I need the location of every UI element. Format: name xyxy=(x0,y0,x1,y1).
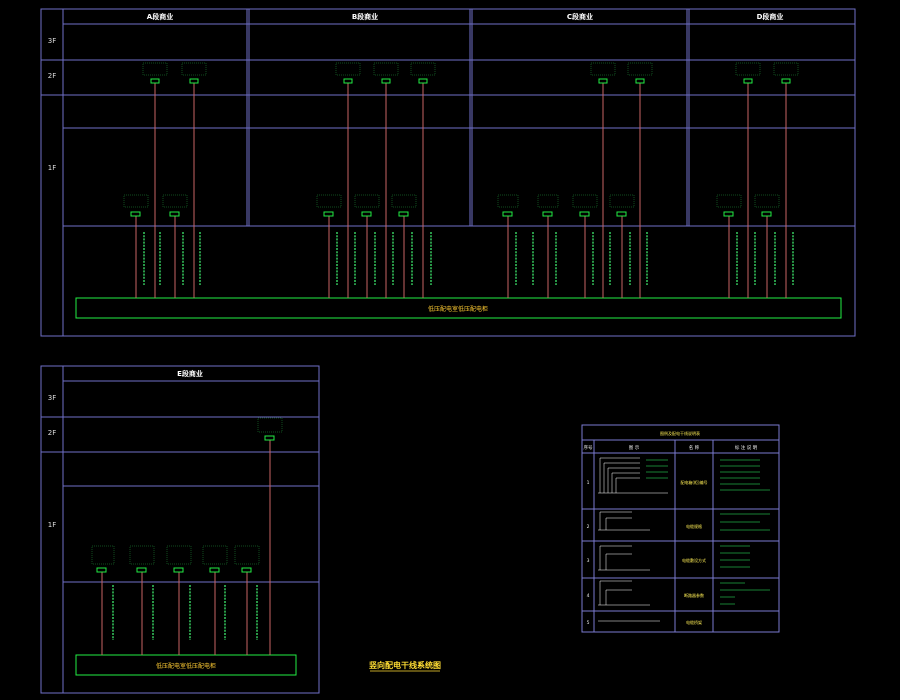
risers-bottom xyxy=(101,440,271,655)
floor-label-1f-bottom: 1F xyxy=(48,521,56,529)
legend-header-name: 名 称 xyxy=(689,444,700,451)
floor-label-3f-bottom: 3F xyxy=(48,394,56,402)
panel-boxes-2f-top xyxy=(150,78,791,84)
risers-1f-top xyxy=(135,216,768,298)
legend-row-2-name: 电缆规格 xyxy=(686,523,702,529)
cable-annotations-top xyxy=(143,232,794,285)
panel-labels-1f-top xyxy=(123,194,780,208)
distribution-bus-top xyxy=(75,297,842,319)
legend-table xyxy=(581,424,780,633)
panel-boxes-bottom xyxy=(96,435,275,573)
legend-row-2-no: 2 xyxy=(587,524,590,530)
legend-marks xyxy=(646,459,770,605)
legend-row-1-name: 配电箱(柜)编号 xyxy=(680,479,707,485)
legend-header-figure: 图 示 xyxy=(629,445,640,451)
legend-row-5-name: 电缆桥架 xyxy=(686,619,702,625)
section-b-header: B段商业 xyxy=(352,12,378,21)
legend-row-3-no: 3 xyxy=(587,558,590,564)
section-c-header: C段商业 xyxy=(567,12,593,21)
legend-row-3-name: 电缆敷设方式 xyxy=(682,557,706,563)
panel-boxes-1f-top xyxy=(130,211,772,217)
legend-header-notes: 标 注 说 明 xyxy=(735,444,758,451)
risers-2f-top xyxy=(154,83,787,298)
panel-labels-bottom xyxy=(91,417,283,565)
floor-label-3f: 3F xyxy=(48,37,56,45)
legend-row-1-no: 1 xyxy=(587,480,590,486)
floor-label-1f: 1F xyxy=(48,164,56,172)
section-e-header: E段商业 xyxy=(177,369,203,378)
legend-figures xyxy=(598,457,668,622)
legend-row-4-no: 4 xyxy=(587,593,590,599)
section-a-header: A段商业 xyxy=(147,12,173,21)
floor-label-2f: 2F xyxy=(48,72,56,80)
bottom-frame xyxy=(40,365,320,694)
section-d-header: D段商业 xyxy=(757,12,784,21)
drawing-title: 竖向配电干线系统图 xyxy=(369,660,441,670)
bus-label-bottom: 低压配电室低压配电柜 xyxy=(156,662,216,670)
distribution-bus-bottom xyxy=(75,654,297,676)
legend-header-no: 序号 xyxy=(584,444,593,451)
legend-row-4-name: 断路器参数 xyxy=(684,592,704,598)
cable-annotations-bottom xyxy=(112,585,258,640)
floor-label-2f-bottom: 2F xyxy=(48,429,56,437)
bus-label-top: 低压配电室低压配电柜 xyxy=(428,305,488,313)
top-frame xyxy=(40,8,856,337)
legend-title: 图例及配电干线说明表 xyxy=(660,430,700,436)
panel-labels-2f-top xyxy=(142,62,799,76)
legend-row-5-no: 5 xyxy=(587,620,590,626)
